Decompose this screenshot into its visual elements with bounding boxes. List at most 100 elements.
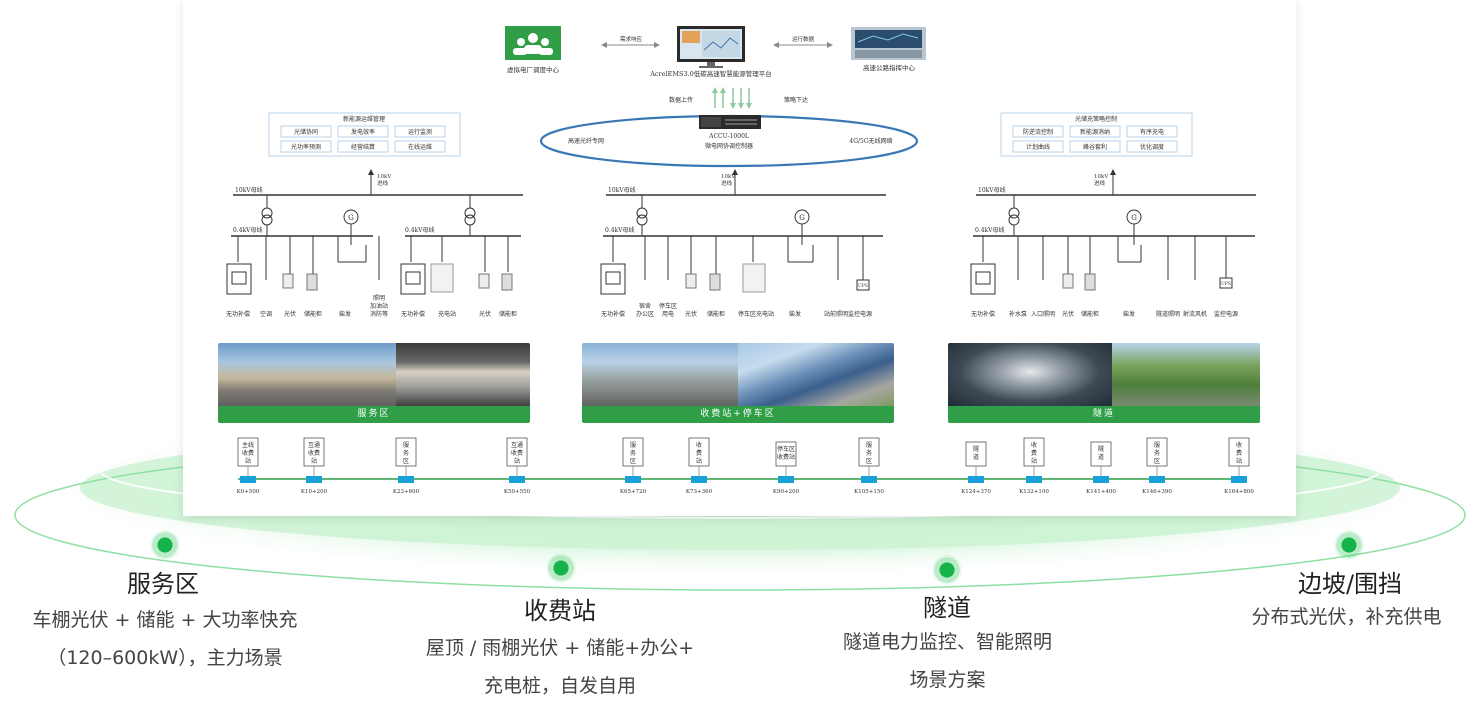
station-km: K132+100 (1019, 489, 1049, 495)
load-label: 加油站 (370, 302, 388, 310)
scenario-dot (150, 530, 180, 560)
strategy-item: 优化调度 (1140, 143, 1164, 151)
scenario-desc-line: 车棚光伏 + 储能 + 大功率快充 (32, 609, 298, 631)
station-km: K124+370 (961, 489, 991, 495)
ops-item: 在线运维 (408, 143, 432, 151)
generator-symbol: G (1131, 214, 1137, 222)
scene-photo (582, 343, 738, 407)
load-label: 照明 (373, 295, 385, 302)
station-km: K0+500 (237, 489, 260, 495)
single-line-diagram-2: 10kV母线 10kV 进线 G 0.4kV母线 (600, 169, 886, 295)
load-label: 储能柜 (499, 310, 517, 318)
load-label: 储能柜 (1081, 310, 1099, 318)
station-km: K146+390 (1142, 489, 1172, 495)
bus10-label: 10kV母线 (608, 186, 636, 194)
station-marker-block (1231, 476, 1247, 483)
bus10-label: 10kV母线 (978, 186, 1006, 194)
station-name: 站 (1236, 457, 1242, 465)
scene-photo (1112, 343, 1260, 407)
station-marker-block (1026, 476, 1042, 483)
scene-toll-station: 收费站+停车区 (582, 343, 894, 423)
load-label: 充电站 (438, 310, 456, 318)
strategy-item: 计划曲线 (1026, 143, 1050, 151)
line10-label: 10kV (377, 174, 392, 180)
data-flow-arrows (712, 87, 752, 109)
vpp-center-icon (505, 26, 561, 60)
load-label: 柴发 (339, 310, 351, 318)
command-center-photo (851, 27, 926, 60)
vpp-label: 虚拟电厂调度中心 (507, 65, 560, 74)
diagram-panel: 虚拟电厂调度中心 需求响应 AcrelEMS3.0低碳高速智慧能源管理平台 运行… (183, 0, 1296, 516)
station-marker-block (968, 476, 984, 483)
scene-caption: 收费站+停车区 (582, 406, 894, 423)
line10-label: 10kV (1094, 174, 1109, 180)
load-label: 光伏 (685, 310, 697, 318)
load-label: 光伏 (479, 310, 491, 318)
scenario-desc-line: 隧道电力监控、智能照明 (842, 631, 1052, 653)
single-line-diagram-1: 10kV母线 10kV 进线 G 0.4kV母线 0.4kV母线 (226, 169, 523, 295)
scene-tunnel: 隧道 (948, 343, 1260, 423)
station-marker-block (778, 476, 794, 483)
load-label: 储能柜 (304, 310, 322, 318)
load-label: 柴发 (1123, 310, 1135, 318)
station-name: 服 (1154, 442, 1160, 449)
strategy-item: 有序充电 (1140, 128, 1164, 136)
bus04-label: 0.4kV母线 (975, 226, 1005, 234)
ems-label: AcrelEMS3.0低碳高速智慧能源管理平台 (649, 69, 772, 78)
strategy-item: 新能源消纳 (1080, 128, 1110, 136)
scene-photo (396, 343, 530, 407)
station-name: 区 (630, 458, 636, 465)
station-name: 收 (696, 441, 702, 449)
link-right-label: 运行数据 (792, 35, 815, 43)
highway-stations: 主线收费站K0+500互通收费站K10+200服务区K23+600互通收费站K5… (237, 437, 1254, 495)
station-name: 互通 (308, 441, 320, 449)
load-label: 无功补偿 (401, 310, 425, 318)
station-name: 务 (630, 449, 636, 457)
station-marker-block (306, 476, 322, 483)
scenario-title: 隧道 (923, 594, 971, 622)
station-km: K141+400 (1086, 489, 1116, 495)
bus10-label: 10kV母线 (235, 186, 263, 194)
scenario-desc-line: 分布式光伏，补充供电 (1251, 606, 1442, 628)
ops-box-title: 新能源运维管理 (343, 115, 385, 123)
ops-item: 发电效率 (351, 128, 375, 136)
bus04-label: 0.4kV母线 (405, 226, 435, 234)
station-km: K105+150 (854, 489, 884, 495)
load-label: 光伏 (284, 310, 296, 318)
scenario-desc-line: （120–600kW），主力场景 (47, 647, 283, 669)
scenario-desc-line: 充电桩，自发自用 (483, 675, 636, 697)
station-name: 费 (1031, 449, 1037, 457)
station-name: 区 (1154, 458, 1160, 465)
station-name: 站 (1031, 457, 1037, 465)
load-label: 隧道照明 (1156, 310, 1180, 318)
station-name: 道 (1098, 453, 1104, 461)
station-km: K23+600 (393, 489, 420, 495)
net-right-label: 4G/5G无线网络 (849, 137, 892, 145)
scenario-title: 收费站 (524, 597, 596, 625)
ops-item: 经营结算 (351, 143, 375, 151)
controller-model: ACCU-1000L (708, 133, 749, 140)
load-label: 空调 (260, 310, 272, 318)
scenario-desc-line: 屋顶 / 雨棚光伏 + 储能+办公+ (425, 637, 695, 659)
station-km: K10+200 (301, 489, 328, 495)
station-name: 区 (403, 458, 409, 465)
scenario-title: 边坡/围挡 (1297, 570, 1403, 598)
controller-name: 微电网协调控制器 (705, 142, 753, 150)
ups-symbol: UPS (1221, 281, 1231, 287)
load-labels-3: 无功补偿 补水泵 入口照明 光伏 储能柜 柴发 隧道照明 射流风机 监控电源 (971, 310, 1238, 318)
station-marker-block (861, 476, 877, 483)
load-label: 站前照明监控电源 (824, 310, 872, 318)
station-name: 服 (866, 442, 872, 449)
station-marker-block (625, 476, 641, 483)
station-marker-block (398, 476, 414, 483)
station-marker-block (691, 476, 707, 483)
scenario-desc: 分布式光伏，补充供电 (1220, 598, 1473, 636)
station-name: 收 (1236, 441, 1242, 449)
station-km: K65+720 (620, 489, 647, 495)
station-name: 站 (311, 457, 317, 465)
